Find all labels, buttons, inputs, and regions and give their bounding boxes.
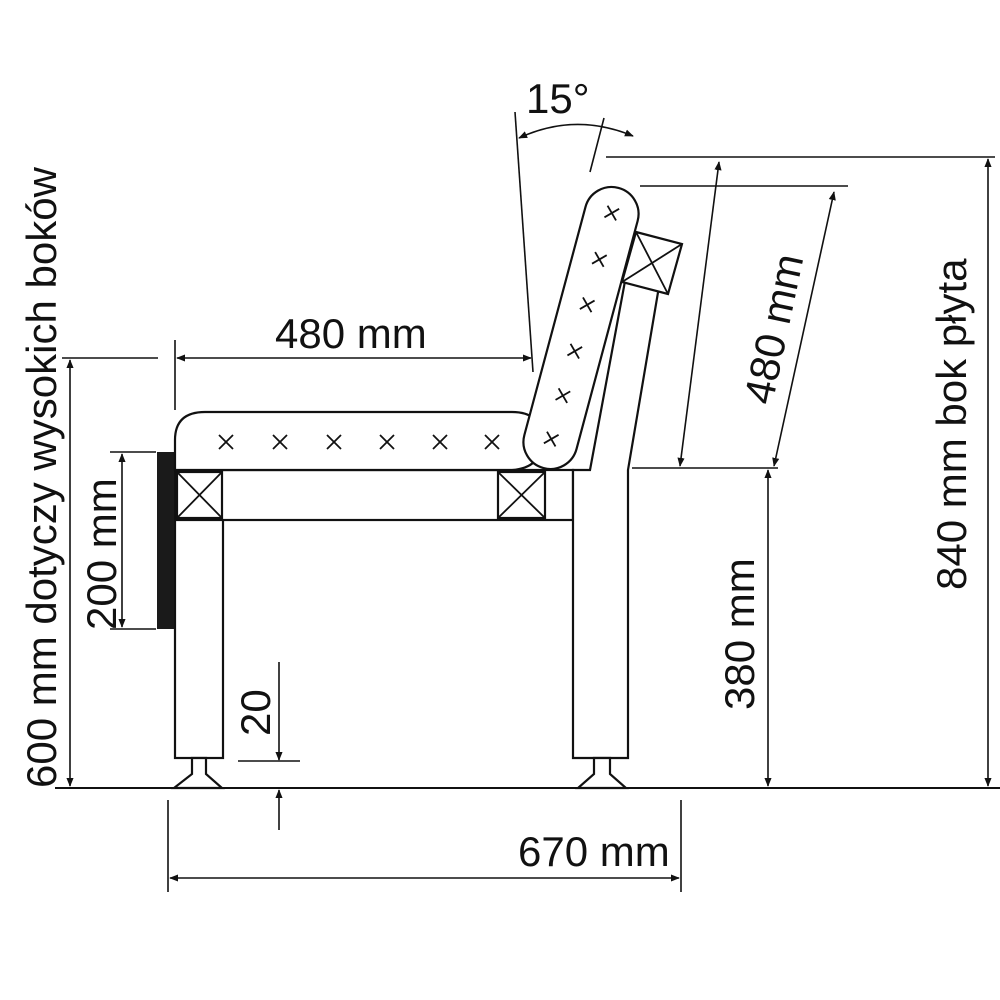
rear-foot	[575, 756, 629, 790]
backrest-tufting-marks	[543, 205, 620, 447]
front-foot	[170, 756, 225, 790]
total-height-label: 840 mm bok płyta	[928, 258, 975, 590]
seat-depth-dimension: 480 mm	[174, 310, 532, 410]
seat-height-label: 380 mm	[716, 558, 763, 710]
high-sides-label: 600 mm dotyczy wysokich boków	[18, 166, 65, 788]
total-height-dimension: 840 mm bok płyta	[606, 156, 995, 787]
total-depth-dimension: 670 mm	[167, 800, 682, 892]
backrest-cushion	[522, 185, 640, 471]
side-panel-dimension: 200 mm	[78, 451, 156, 630]
seat-depth-label: 480 mm	[275, 310, 427, 357]
side-panel-label: 200 mm	[78, 478, 125, 630]
seat-tufting-marks	[218, 434, 500, 450]
rear-cross-block	[496, 470, 547, 520]
foot-height-label: 20	[232, 689, 279, 736]
side-panel	[157, 452, 174, 629]
backrest-height-label: 480 mm	[735, 250, 813, 408]
total-depth-label: 670 mm	[518, 828, 670, 875]
angle-dimension: 15°	[514, 75, 634, 373]
rear-upright	[571, 236, 668, 760]
angle-label: 15°	[526, 75, 590, 122]
high-sides-dimension: 600 mm dotyczy wysokich boków	[18, 166, 158, 788]
seat-cushion	[173, 410, 544, 472]
seat-height-dimension: 380 mm	[716, 469, 772, 787]
backrest-height-dimension: 480 mm	[632, 161, 848, 469]
front-cross-block	[175, 470, 224, 520]
foot-height-dimension: 20	[232, 662, 300, 830]
